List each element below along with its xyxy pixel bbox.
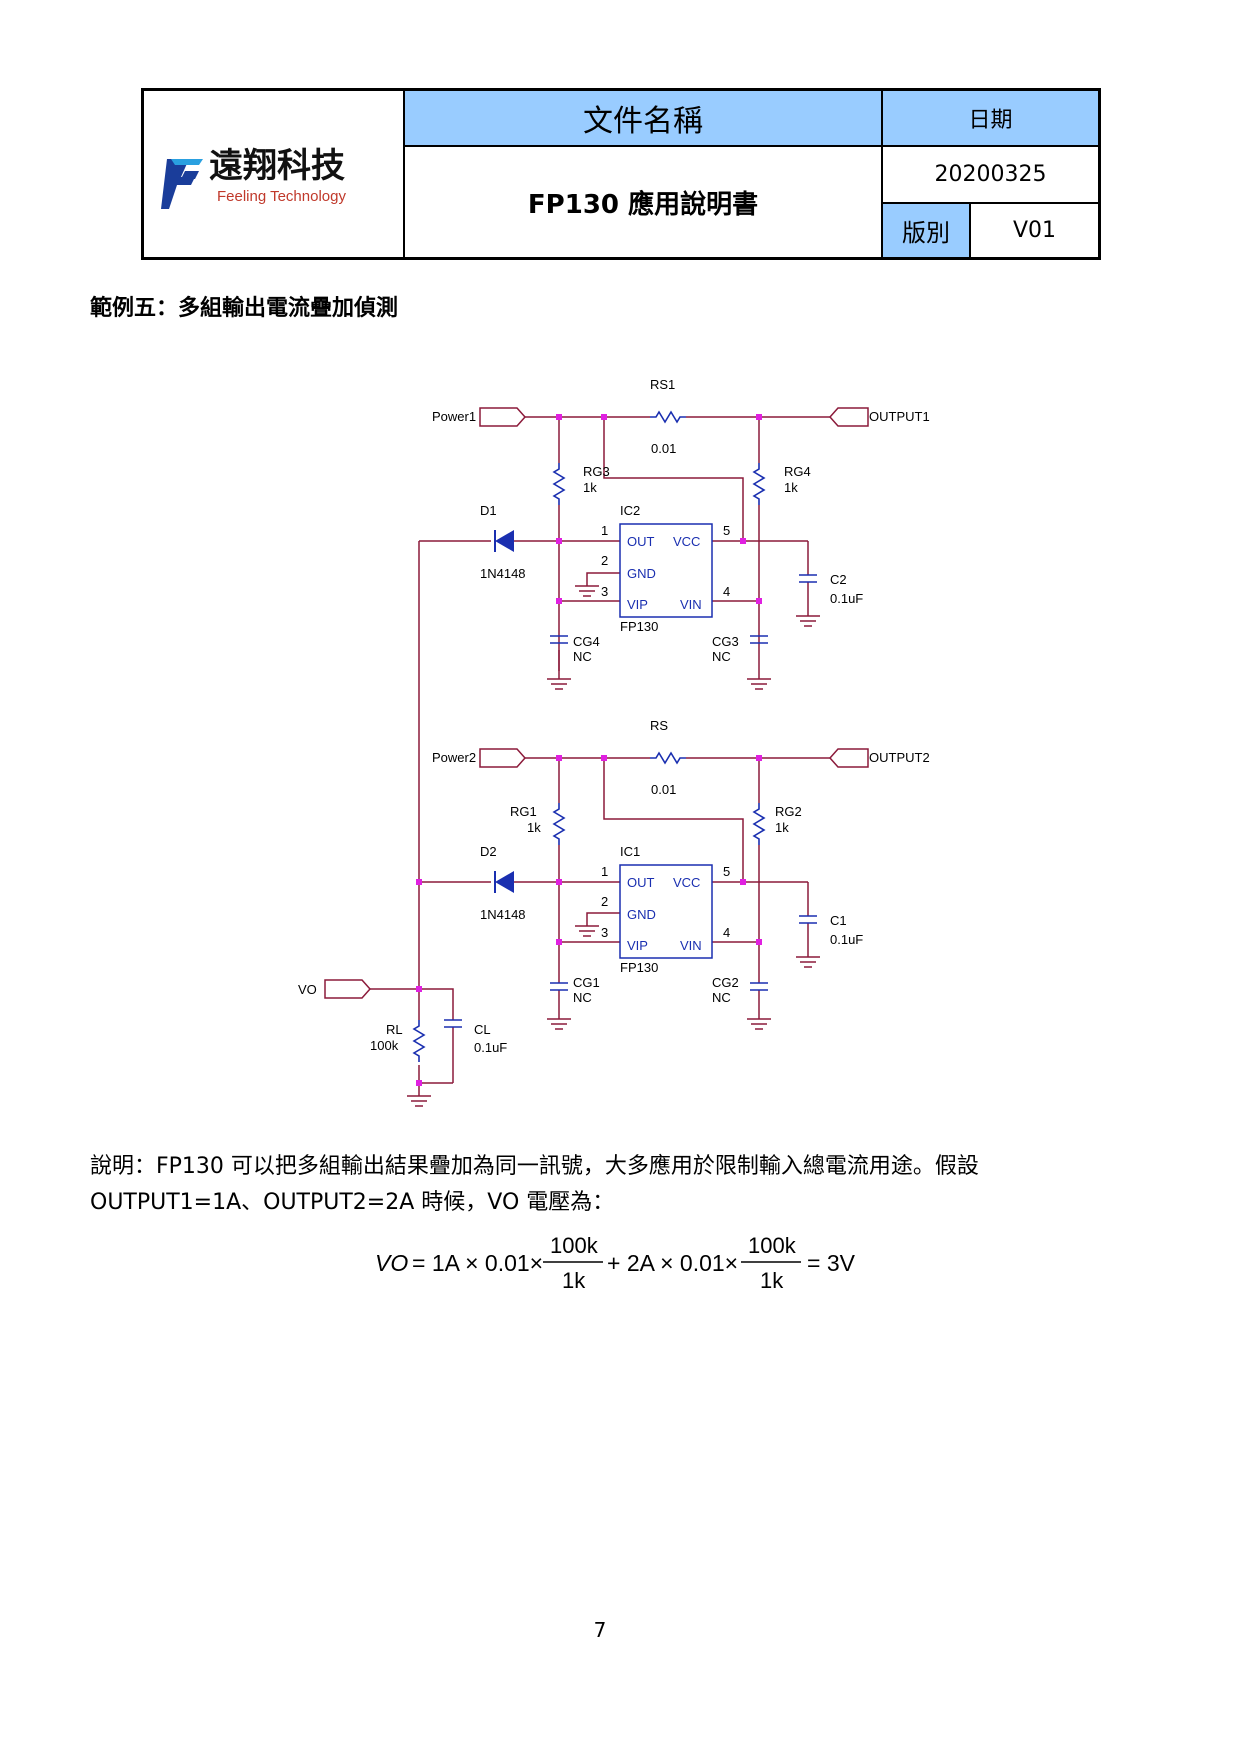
eq-lhs: VO: [375, 1250, 408, 1276]
rl-value: 100k: [370, 1038, 399, 1053]
top-circuit: Power1 OUTPUT1 RS1 0.01 RG3 1k RG4 1k D1…: [419, 377, 930, 690]
rg3-label: RG3: [583, 464, 610, 479]
document-header: 遠翔科技 Feeling Technology 文件名稱 FP130 應用說明書…: [141, 88, 1101, 260]
logo-company-text: 遠翔科技: [209, 146, 345, 186]
rs-label: RS: [650, 718, 668, 733]
ic1-pin3: 3: [601, 925, 608, 940]
eq-rhs: = 3V: [807, 1250, 856, 1276]
version-value: V01: [1012, 218, 1057, 243]
ic1-vin-pin: VIN: [680, 938, 702, 953]
cl-label: CL: [474, 1022, 491, 1037]
c1-value: 0.1uF: [830, 932, 863, 947]
rg1-value: 1k: [527, 820, 541, 835]
c1-label: C1: [830, 913, 847, 928]
power1-label: Power1: [432, 409, 476, 424]
date-value: 20200325: [934, 162, 1047, 187]
eq-denominator-1: 1k: [562, 1268, 586, 1293]
date-label-cell: 日期: [883, 91, 1098, 147]
description-line-2: OUTPUT1=1A、OUTPUT2=2A 時候，VO 電壓為：: [90, 1190, 615, 1215]
doc-name-label: 文件名稱: [583, 104, 703, 139]
d1-part: 1N4148: [480, 566, 526, 581]
cg3-value: NC: [712, 649, 731, 664]
rs-value: 0.01: [651, 782, 676, 797]
cg1-value: NC: [573, 990, 592, 1005]
eq-denominator-2: 1k: [760, 1268, 784, 1293]
ic2-body: [619, 523, 713, 618]
rs1-label: RS1: [650, 377, 675, 392]
ic1-pin4: 4: [723, 925, 730, 940]
rg2-label: RG2: [775, 804, 802, 819]
section-title: 範例五：多組輸出電流疊加偵測: [90, 296, 399, 321]
ic1-out-pin: OUT: [627, 875, 655, 890]
logo-cell: 遠翔科技 Feeling Technology: [144, 91, 405, 257]
doc-name-label-cell: 文件名稱: [405, 91, 883, 147]
eq-numerator-1: 100k: [550, 1233, 599, 1258]
cl-value: 0.1uF: [474, 1040, 507, 1055]
ic2-pin1: 1: [601, 523, 608, 538]
eq-numerator-2: 100k: [748, 1233, 797, 1258]
cg2-value: NC: [712, 990, 731, 1005]
doc-name-cell: FP130 應用說明書: [405, 147, 883, 257]
description-line-1: 說明：FP130 可以把多組輸出結果疊加為同一訊號，大多應用於限制輸入總電流用途…: [90, 1154, 979, 1179]
diode-d2-icon: [494, 871, 514, 893]
output2-label: OUTPUT2: [869, 750, 930, 765]
ic1-label: IC1: [620, 844, 640, 859]
rg3-value: 1k: [583, 480, 597, 495]
cg3-label: CG3: [712, 634, 739, 649]
output1-label: OUTPUT1: [869, 409, 930, 424]
diode-d1-icon: [494, 530, 514, 552]
cg2-label: CG2: [712, 975, 739, 990]
cg4-label: CG4: [573, 634, 600, 649]
doc-name: FP130 應用說明書: [527, 189, 759, 220]
cg4-value: NC: [573, 649, 592, 664]
power2-label: Power2: [432, 750, 476, 765]
ic1-vip-pin: VIP: [627, 938, 648, 953]
version-cell: V01: [971, 204, 1098, 257]
eq-second-term: + 2A × 0.01×: [607, 1250, 738, 1276]
bottom-circuit: Power2 OUTPUT2 RS 0.01 RG1 1k RG2 1k D2 …: [298, 541, 930, 1107]
rg4-value: 1k: [784, 480, 798, 495]
ic2-pin5: 5: [723, 523, 730, 538]
date-cell: 20200325: [883, 147, 1098, 204]
ic1-part: FP130: [620, 960, 658, 975]
ic1-pin1: 1: [601, 864, 608, 879]
ic2-pin3: 3: [601, 584, 608, 599]
vo-connector: [324, 979, 372, 999]
vo-equation: VO = 1A × 0.01× 100k 1k + 2A × 0.01× 100…: [375, 1233, 856, 1293]
date-label: 日期: [968, 108, 1013, 133]
ic2-out-pin: OUT: [627, 534, 655, 549]
ic2-pin4: 4: [723, 584, 730, 599]
ic2-vip-pin: VIP: [627, 597, 648, 612]
ic2-vin-pin: VIN: [680, 597, 702, 612]
page-number: 7: [593, 1618, 607, 1642]
version-label-cell: 版別: [883, 204, 971, 257]
rg4-label: RG4: [784, 464, 811, 479]
ic2-gnd-pin: GND: [627, 566, 656, 581]
c2-value: 0.1uF: [830, 591, 863, 606]
version-label: 版別: [902, 219, 950, 247]
rg2-value: 1k: [775, 820, 789, 835]
rs1-value: 0.01: [651, 441, 676, 456]
c2-label: C2: [830, 572, 847, 587]
ic1-gnd-pin: GND: [627, 907, 656, 922]
ic1-body: [619, 864, 713, 959]
ic1-pin2: 2: [601, 894, 608, 909]
rg1-label: RG1: [510, 804, 537, 819]
d1-label: D1: [480, 503, 497, 518]
ic2-vcc-pin: VCC: [673, 534, 700, 549]
ic1-vcc-pin: VCC: [673, 875, 700, 890]
ic2-part: FP130: [620, 619, 658, 634]
ic1-pin5: 5: [723, 864, 730, 879]
rl-label: RL: [386, 1022, 403, 1037]
cg1-label: CG1: [573, 975, 600, 990]
company-logo: 遠翔科技 Feeling Technology: [160, 146, 346, 209]
ic2-label: IC2: [620, 503, 640, 518]
eq-first-term: = 1A × 0.01×: [412, 1250, 543, 1276]
vo-label: VO: [298, 982, 317, 997]
logo-english-text: Feeling Technology: [217, 188, 346, 205]
ic2-pin2: 2: [601, 553, 608, 568]
d2-label: D2: [480, 844, 497, 859]
d2-part: 1N4148: [480, 907, 526, 922]
